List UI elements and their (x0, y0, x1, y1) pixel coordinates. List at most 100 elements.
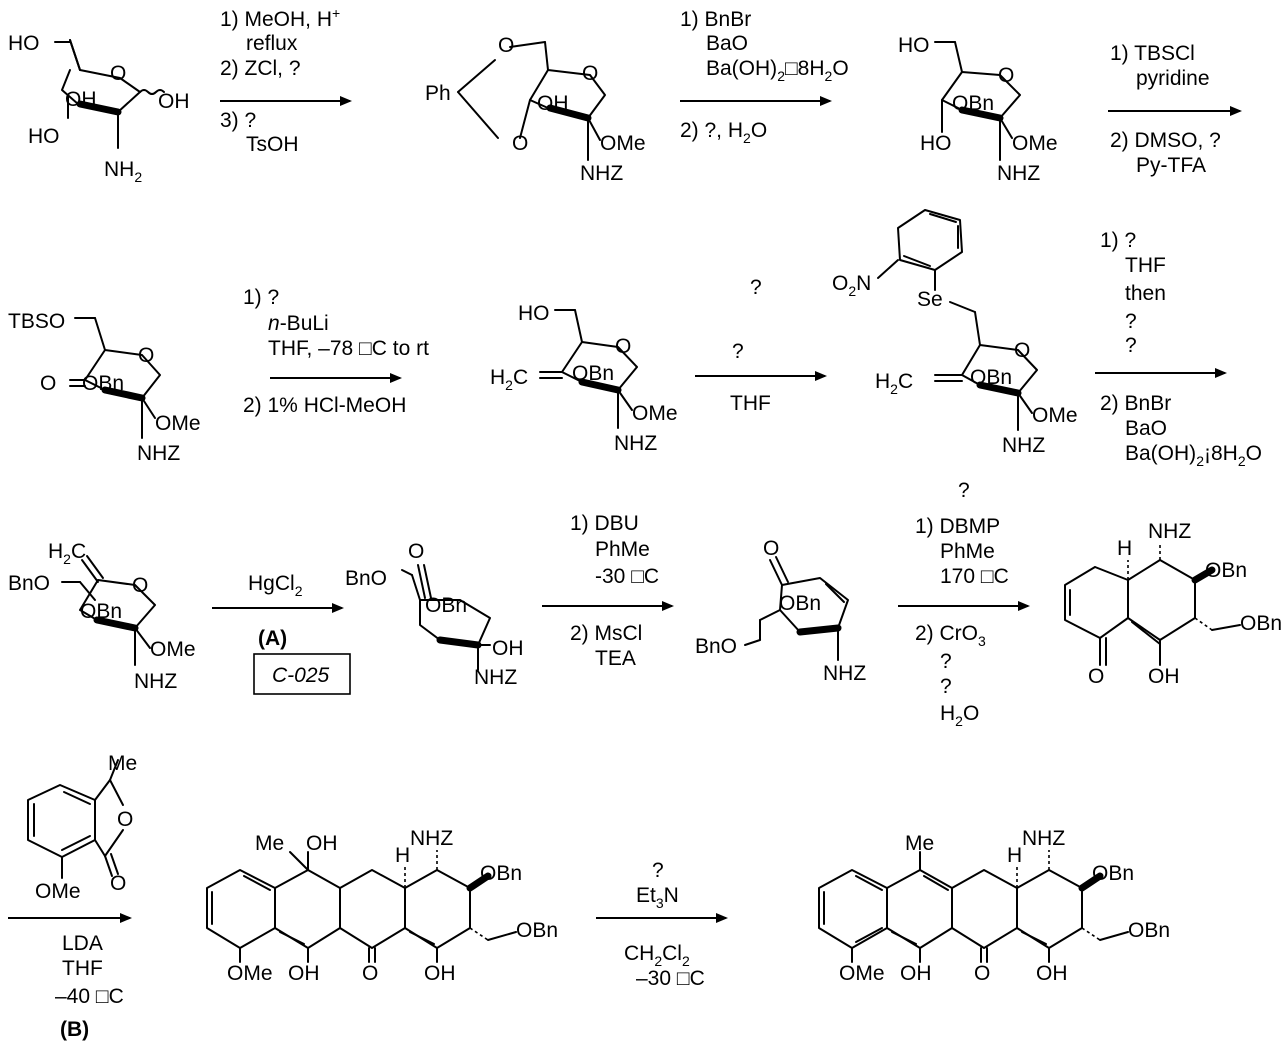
svg-text:OH: OH (1148, 665, 1180, 688)
svg-text:PhMe: PhMe (940, 540, 995, 563)
svg-text:OBn: OBn (1128, 919, 1170, 942)
svg-text:2) 1% HCl-MeOH: 2) 1% HCl-MeOH (243, 394, 406, 417)
svg-text:1) MeOH, H+: 1) MeOH, H+ (220, 5, 340, 31)
compound-3-benzyl-ether: HO O OBn HO OMe NHZ (898, 34, 1058, 185)
ring-oxygen-label: O (110, 62, 126, 85)
svg-text:TsOH: TsOH (246, 133, 299, 156)
step9-conditions: ? 1) DBMP PhMe 170 □C 2) CrO3 ? ? H2O (915, 479, 1009, 729)
svg-text:OH: OH (900, 962, 932, 985)
svg-text:OBn: OBn (572, 362, 614, 385)
svg-text:OH: OH (1036, 962, 1068, 985)
svg-text:H: H (395, 844, 410, 867)
svg-text:NHZ: NHZ (1002, 434, 1045, 457)
compound-4-ketone: TBSO O O OBn OMe NHZ (8, 310, 201, 465)
svg-text:2) DMSO, ?: 2) DMSO, ? (1110, 129, 1221, 152)
svg-text:O: O (582, 62, 598, 85)
compound-6-selenide: O2N Se O H2C OBn OMe NHZ (832, 209, 1078, 457)
label-B: (B) (60, 1018, 89, 1041)
svg-text:n-BuLi: n-BuLi (268, 312, 329, 335)
svg-text:1) DBMP: 1) DBMP (915, 515, 1000, 538)
svg-text:LDA: LDA (62, 932, 103, 955)
compound-5-methylene: HO O H2C OBn OMe NHZ (490, 302, 678, 455)
svg-text:OBn: OBn (1092, 862, 1134, 885)
svg-text:NHZ: NHZ (823, 662, 866, 685)
svg-text:3) ?: 3) ? (220, 109, 256, 132)
svg-text:HO: HO (518, 302, 550, 325)
compound-8-cyclohexanone: O BnO OBn OH NHZ (345, 540, 524, 689)
svg-text:OBn: OBn (80, 600, 122, 623)
svg-text:2) CrO3: 2) CrO3 (915, 622, 986, 649)
svg-text:O: O (132, 574, 148, 597)
svg-text:1) ?: 1) ? (1100, 229, 1136, 252)
step4-conditions: 1) ? n-BuLi THF, –78 □C to rt 2) 1% HCl-… (243, 286, 429, 417)
svg-text:Ba(OH)2□8H2O: Ba(OH)2□8H2O (706, 57, 849, 84)
svg-text:O: O (362, 962, 378, 985)
svg-text:?: ? (1125, 334, 1137, 357)
svg-text:H2C: H2C (48, 540, 86, 567)
svg-text:CH2Cl2: CH2Cl2 (624, 942, 690, 969)
svg-text:OMe: OMe (155, 412, 201, 435)
svg-text:OMe: OMe (1012, 132, 1058, 155)
svg-text:O: O (512, 132, 528, 155)
svg-text:?: ? (732, 340, 744, 363)
svg-text:O: O (117, 808, 133, 831)
svg-text:?: ? (940, 675, 952, 698)
step6-conditions: 1) ? THF then ? ? 2) BnBr BaO Ba(OH)2¡8H… (1100, 229, 1262, 469)
svg-text:OMe: OMe (632, 402, 678, 425)
step5-conditions: ? ? THF (730, 276, 771, 415)
svg-text:OMe: OMe (35, 880, 81, 903)
svg-text:OMe: OMe (1032, 404, 1078, 427)
svg-text:1) DBU: 1) DBU (570, 512, 639, 535)
svg-text:THF, –78 □C to rt: THF, –78 □C to rt (268, 337, 429, 360)
svg-text:2) MsCl: 2) MsCl (570, 622, 642, 645)
svg-text:Py-TFA: Py-TFA (1136, 154, 1206, 177)
svg-text:Me: Me (905, 832, 934, 855)
hydroxyl-label: HO (28, 125, 60, 148)
svg-text:H2C: H2C (490, 366, 528, 393)
compound-10-bicyclic: H NHZ OBn OBn O OH (1064, 520, 1282, 688)
svg-text:H2C: H2C (875, 370, 913, 397)
compound-glucosamine: HO O OH OH HO NH2 (8, 32, 190, 185)
svg-text:PhMe: PhMe (595, 538, 650, 561)
svg-text:Se: Se (917, 288, 943, 311)
svg-text:Ph: Ph (425, 82, 451, 105)
compound-phthalide: Me O O OMe (27, 752, 137, 903)
svg-text:O: O (110, 872, 126, 895)
compound-7-enol-ether: H2C BnO O OBn OMe NHZ (8, 540, 196, 693)
compound-9-enone: O OBn BnO NHZ (695, 537, 866, 685)
svg-text:NHZ: NHZ (580, 162, 623, 185)
svg-text:170 □C: 170 □C (940, 565, 1009, 588)
svg-text:NHZ: NHZ (134, 670, 177, 693)
step7-conditions: HgCl2 (A) C-025 (248, 572, 351, 695)
svg-text:HO: HO (920, 132, 952, 155)
svg-text:OBn: OBn (779, 592, 821, 615)
svg-text:?: ? (958, 479, 970, 502)
svg-text:OH: OH (288, 962, 320, 985)
svg-text:Me: Me (255, 832, 284, 855)
svg-text:BaO: BaO (1125, 417, 1167, 440)
svg-text:O: O (138, 344, 154, 367)
svg-text:OH: OH (424, 962, 456, 985)
svg-text:Me: Me (108, 752, 137, 775)
svg-text:H: H (1007, 844, 1022, 867)
compound-11-tetracycle-alcohol: Me OH H NHZ OBn OBn OMe OH O OH (206, 827, 558, 985)
svg-text:OBn: OBn (516, 919, 558, 942)
svg-text:OMe: OMe (600, 132, 646, 155)
svg-text:OBn: OBn (1240, 612, 1282, 635)
svg-text:1) TBSCl: 1) TBSCl (1110, 42, 1195, 65)
svg-text:1) ?: 1) ? (243, 286, 279, 309)
svg-text:OBn: OBn (425, 594, 467, 617)
svg-text:NHZ: NHZ (137, 442, 180, 465)
svg-text:O2N: O2N (832, 272, 871, 299)
svg-text:OBn: OBn (480, 862, 522, 885)
code-box (253, 653, 351, 695)
svg-text:BnO: BnO (695, 635, 737, 658)
svg-text:–30 □C: –30 □C (636, 967, 705, 990)
svg-text:O: O (974, 962, 990, 985)
svg-text:H: H (1117, 537, 1132, 560)
step3-conditions: 1) TBSCl pyridine 2) DMSO, ? Py-TFA (1110, 42, 1221, 177)
step2-conditions: 1) BnBr BaO Ba(OH)2□8H2O 2) ?, H2O (680, 8, 849, 146)
svg-text:O: O (40, 372, 56, 395)
svg-text:then: then (1125, 282, 1166, 305)
